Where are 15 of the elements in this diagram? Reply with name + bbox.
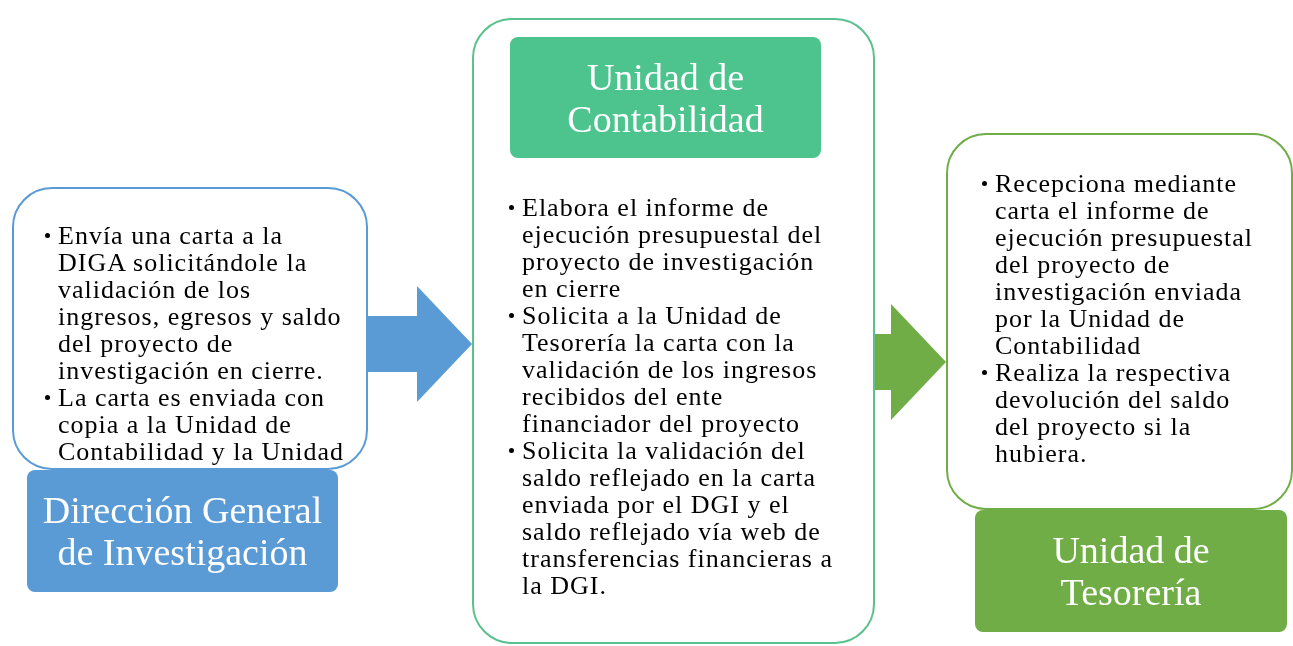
unit-label: Unidad de Contabilidad bbox=[510, 37, 821, 158]
bullet-text: Envía una carta a la DIGA solicitándole la validación de los ingresos, egresos y saldo del proyecto de investigación en cierre. bbox=[58, 222, 343, 384]
bullet-text: Elabora el informe de ejecución presupuestal del proyecto de investigación en cierre bbox=[522, 194, 824, 302]
process-card bbox=[12, 187, 368, 470]
block-arrow bbox=[875, 304, 946, 420]
bullet-text: Recepciona mediante carta el informe de ejecución presupuestal del proyecto de investigación enviada por la Unidad de Contabilidad bbox=[995, 170, 1255, 359]
bullet-text: Solicita a la Unidad de Tesorería la carta con la validación de los ingresos recibidos del ente financiador del proyecto bbox=[522, 302, 819, 437]
bullet-text: Solicita la validación del saldo reflejado en la carta enviada por el DGI y el saldo reflejado vía web de transferencias financieras a la DGI. bbox=[522, 437, 834, 599]
process-card bbox=[946, 133, 1293, 510]
process-card bbox=[472, 18, 875, 644]
unit-label: Dirección General de Investigación bbox=[27, 470, 338, 592]
bullet-text: La carta es enviada con copia a la Unidad de Contabilidad y la Unidad bbox=[58, 384, 346, 465]
unit-label: Unidad de Tesorería bbox=[975, 510, 1287, 632]
bullet-text: Realiza la respectiva devolución del saldo del proyecto si la hubiera. bbox=[995, 359, 1233, 467]
block-arrow bbox=[368, 286, 472, 402]
